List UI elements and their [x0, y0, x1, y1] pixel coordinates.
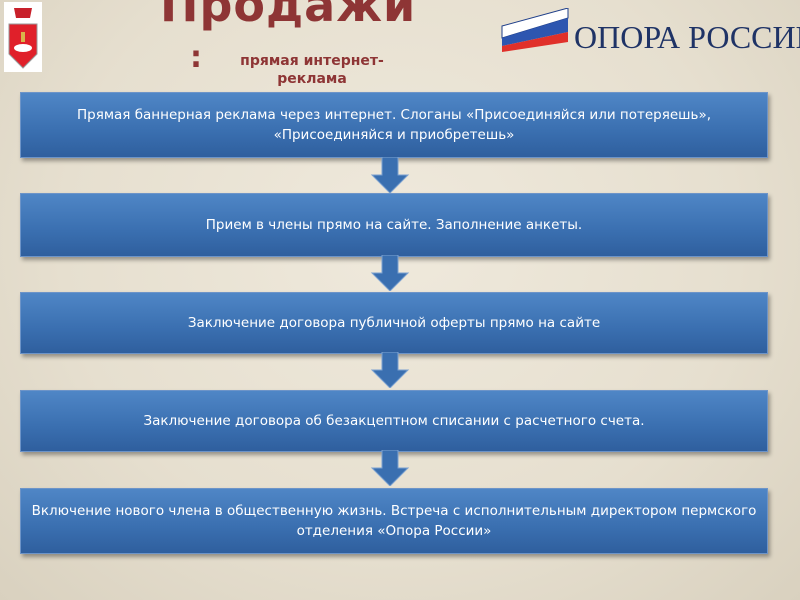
- step-box-2: Прием в члены прямо на сайте. Заполнение…: [20, 193, 768, 257]
- down-arrow-icon: [370, 157, 410, 193]
- step-box-4: Заключение договора об безакцептном спис…: [20, 390, 768, 452]
- page-subtitle: прямая интернет-реклама: [240, 53, 384, 87]
- svg-text:ОПОРА РОССИИ: ОПОРА РОССИИ: [574, 19, 800, 54]
- page-title: Продажи: [160, 0, 417, 32]
- step-box-1: Прямая баннерная реклама через интернет.…: [20, 92, 768, 158]
- opora-rossii-logo: ОПОРА РОССИИ: [500, 7, 800, 58]
- down-arrow-icon: [370, 450, 410, 486]
- step-box-5: Включение нового члена в общественную жи…: [20, 488, 768, 554]
- title-colon: :: [190, 40, 202, 75]
- down-arrow-icon: [370, 352, 410, 388]
- perm-coat-of-arms-icon: [4, 2, 42, 72]
- down-arrow-icon: [370, 255, 410, 291]
- step-box-3: Заключение договора публичной оферты пря…: [20, 292, 768, 354]
